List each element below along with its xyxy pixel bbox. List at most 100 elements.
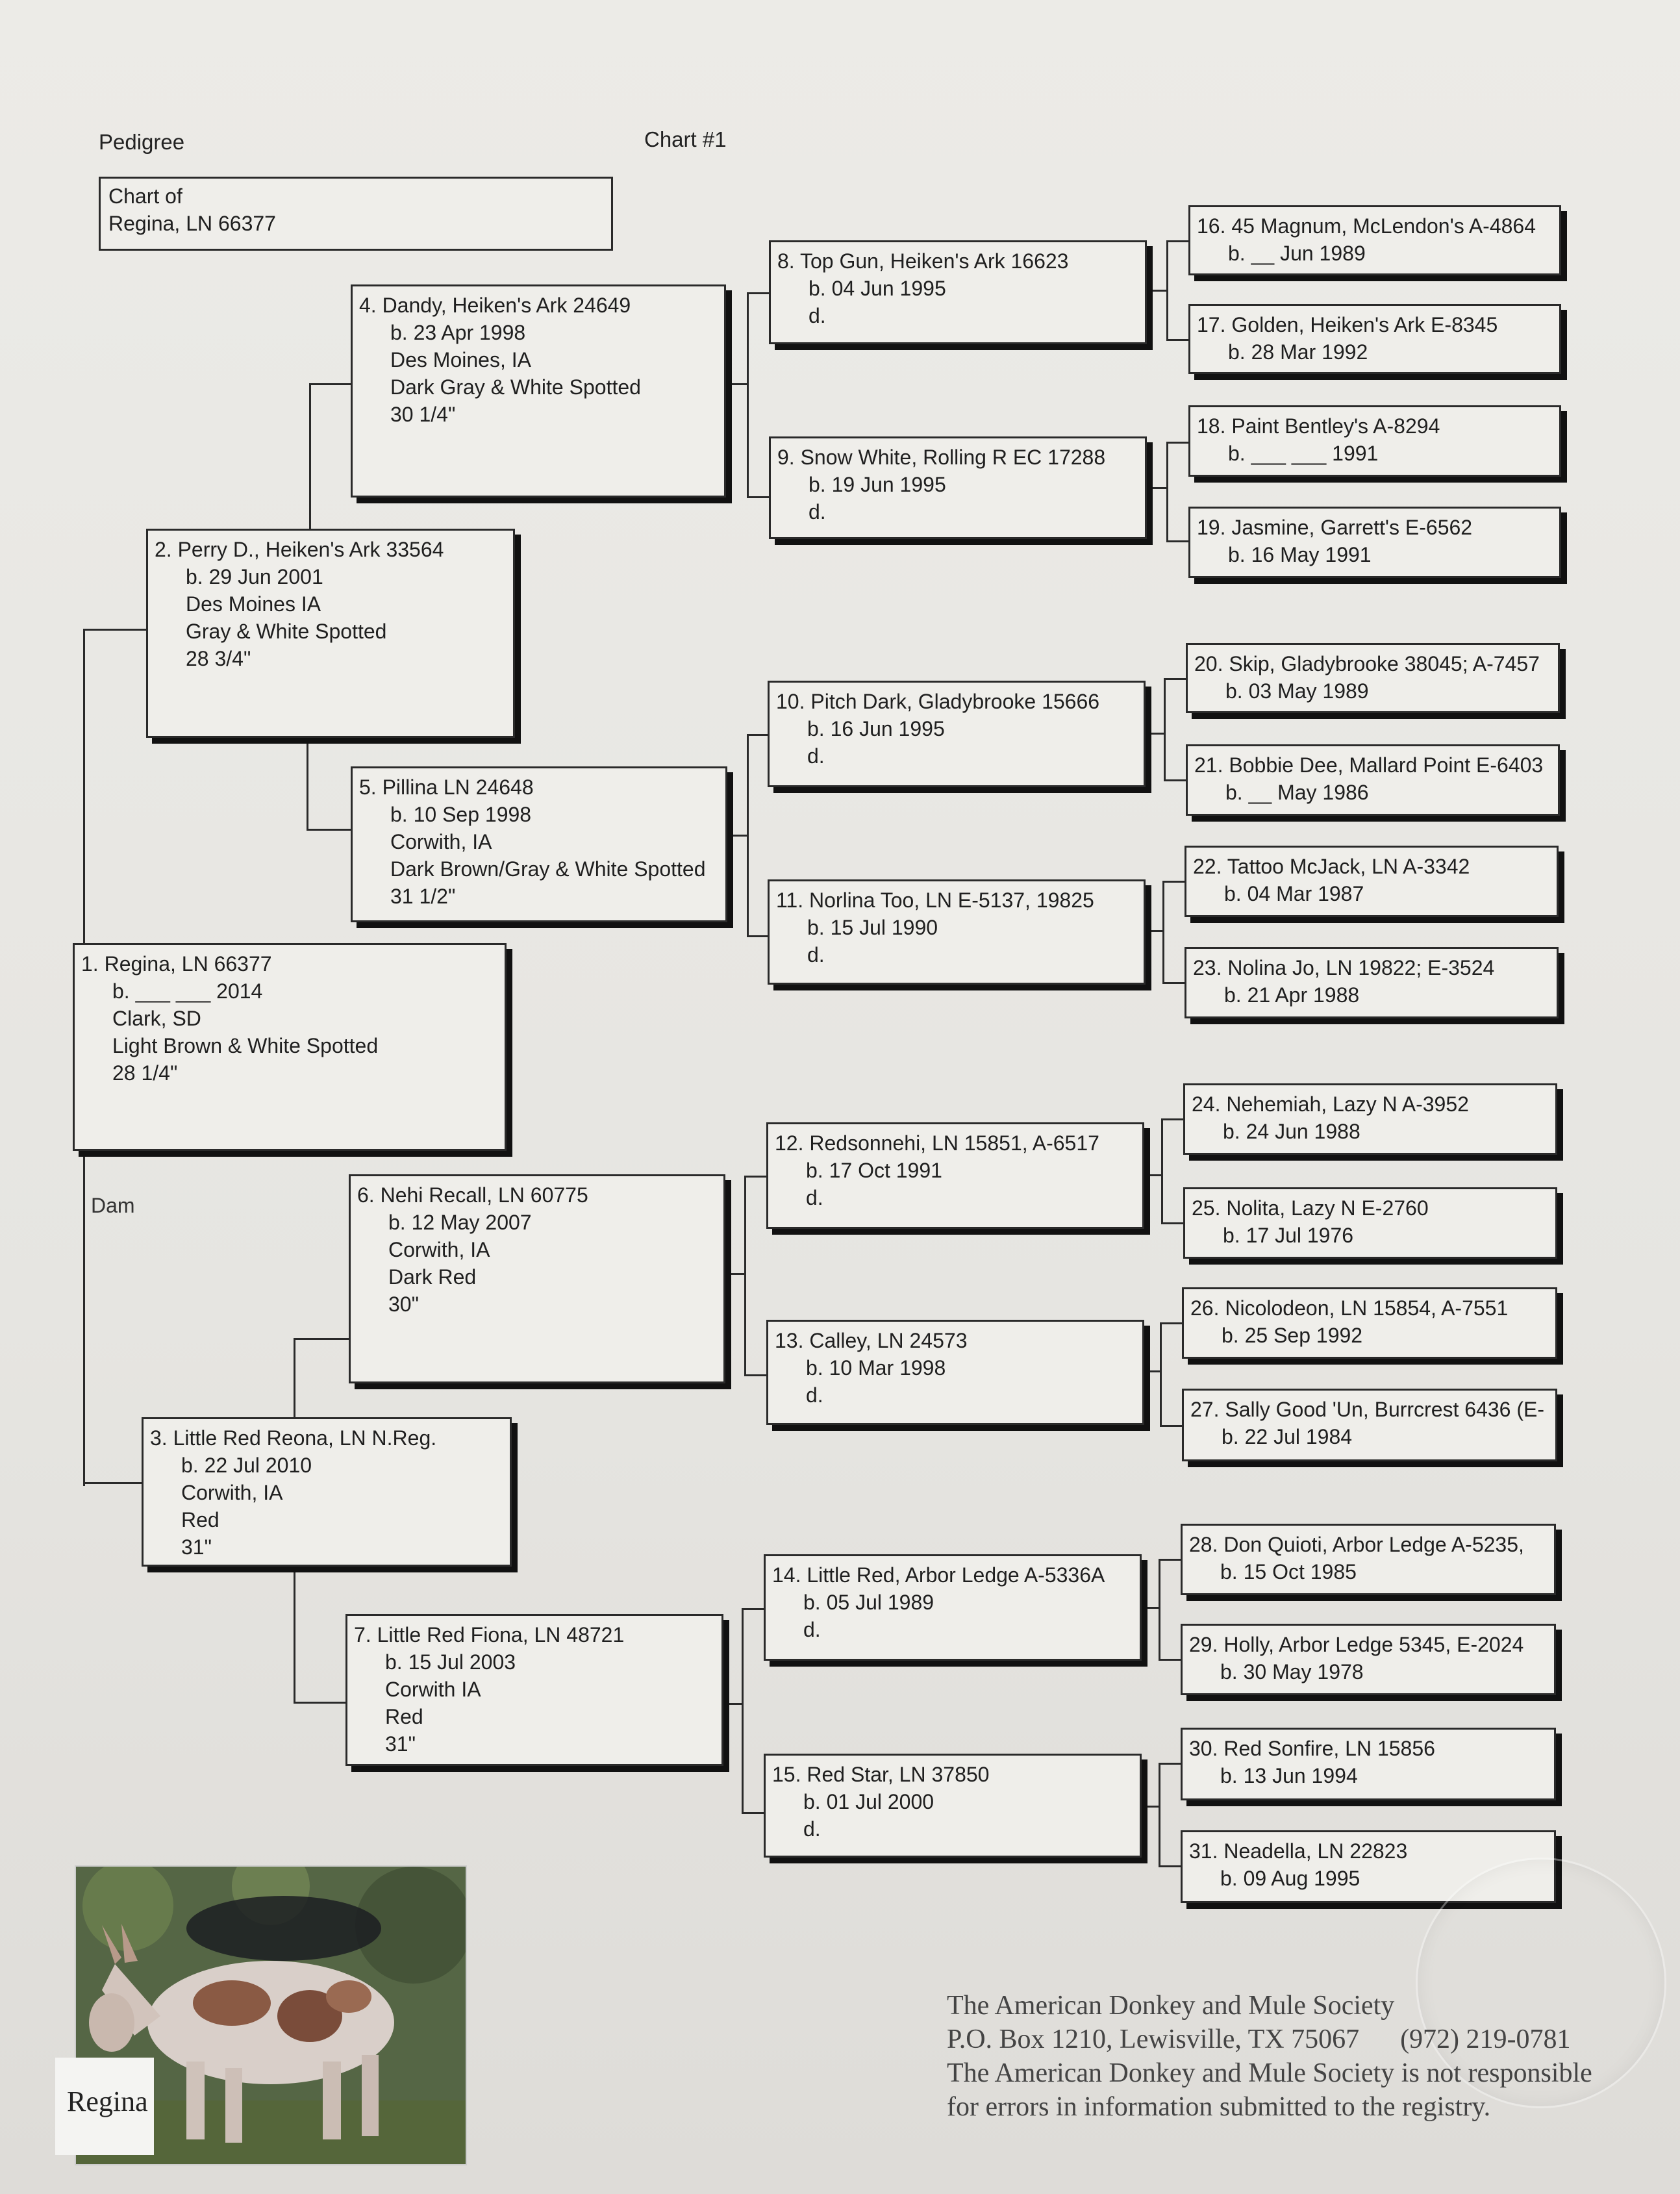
animal-name: 12. Redsonnehi, LN 15851, A-6517: [775, 1131, 1099, 1155]
connector-line: [1164, 678, 1186, 680]
connector-line: [1162, 881, 1164, 982]
animal-name: 15. Red Star, LN 37850: [772, 1763, 990, 1786]
connector-line: [1159, 1763, 1181, 1765]
connector-line: [1146, 930, 1162, 932]
connector-line: [307, 829, 351, 831]
animal-detail: d.: [803, 1817, 821, 1841]
animal-name: 7. Little Red Fiona, LN 48721: [354, 1623, 625, 1646]
connector-line: [1162, 881, 1185, 883]
animal-box-15: 15. Red Star, LN 37850 b. 01 Jul 2000 d.: [764, 1754, 1142, 1858]
animal-name: 31. Neadella, LN 22823: [1189, 1839, 1408, 1863]
chart-of-name: Regina, LN 66377: [108, 212, 276, 235]
animal-box-20: 20. Skip, Gladybrooke 38045; A-7457 b. 03…: [1186, 643, 1560, 713]
animal-detail: b. 01 Jul 2000: [803, 1790, 934, 1813]
connector-line: [1146, 733, 1164, 735]
connector-line: [1166, 540, 1188, 542]
animal-detail: b. 29 Jun 2001: [186, 565, 323, 588]
connector-line: [725, 1273, 744, 1275]
animal-name: 8. Top Gun, Heiken's Ark 16623: [777, 249, 1069, 273]
connector-line: [1159, 1865, 1181, 1867]
animal-name: 5. Pillina LN 24648: [359, 775, 534, 799]
animal-detail: Gray & White Spotted: [186, 620, 387, 643]
connector-line: [747, 496, 769, 498]
connector-line: [1166, 240, 1168, 339]
connector-line: [1159, 1559, 1181, 1561]
animal-detail: Dark Gray & White Spotted: [390, 375, 641, 399]
animal-detail: b. 10 Mar 1998: [806, 1356, 946, 1380]
connector-line: [1160, 1322, 1182, 1324]
animal-detail: b. 04 Jun 1995: [809, 277, 946, 300]
connector-line: [742, 1608, 764, 1610]
animal-detail: 31": [181, 1535, 212, 1559]
animal-name: 3. Little Red Reona, LN N.Reg.: [150, 1426, 437, 1450]
animal-box-8: 8. Top Gun, Heiken's Ark 16623 b. 04 Jun …: [769, 240, 1147, 344]
animal-detail: b. 25 Sep 1992: [1222, 1324, 1363, 1347]
connector-line: [1162, 982, 1185, 984]
animal-detail: b. 16 May 1991: [1228, 543, 1372, 566]
animal-name: 16. 45 Magnum, McLendon's A-4864: [1197, 214, 1536, 238]
animal-detail: Clark, SD: [112, 1007, 201, 1030]
animal-detail: Dark Red: [388, 1265, 477, 1289]
connector-line: [1147, 487, 1166, 489]
animal-box-16: 16. 45 Magnum, McLendon's A-4864 b. __ Ju…: [1188, 205, 1561, 275]
connector-line: [1166, 442, 1168, 540]
chart-of-box: Chart of Regina, LN 66377: [99, 177, 613, 251]
animal-detail: b. 12 May 2007: [388, 1211, 532, 1234]
animal-detail: b. __ Jun 1989: [1228, 242, 1366, 265]
animal-name: 9. Snow White, Rolling R EC 17288: [777, 446, 1106, 469]
connector-line: [744, 1176, 746, 1374]
animal-detail: b. 16 Jun 1995: [807, 717, 945, 740]
animal-detail: b. 23 Apr 1998: [390, 321, 526, 344]
connector-line: [1142, 1806, 1159, 1808]
animal-detail: d.: [809, 304, 826, 327]
animal-detail: d.: [806, 1383, 823, 1407]
animal-detail: Des Moines, IA: [390, 348, 531, 372]
animal-detail: b. 05 Jul 1989: [803, 1591, 934, 1614]
animal-name: 18. Paint Bentley's A-8294: [1197, 414, 1440, 438]
animal-box-2: 2. Perry D., Heiken's Ark 33564 b. 29 Jun…: [146, 529, 515, 738]
animal-detail: d.: [806, 1186, 823, 1209]
animal-name: 4. Dandy, Heiken's Ark 24649: [359, 294, 631, 317]
animal-box-14: 14. Little Red, Arbor Ledge A-5336A b. 05…: [764, 1554, 1142, 1661]
animal-name: 14. Little Red, Arbor Ledge A-5336A: [772, 1563, 1105, 1587]
chart-number: Chart #1: [644, 127, 727, 151]
animal-detail: 31 1/2": [390, 885, 456, 908]
animal-detail: b. 03 May 1989: [1225, 679, 1369, 703]
animal-detail: d.: [807, 744, 825, 768]
connector-line: [294, 1338, 349, 1340]
connector-line: [1161, 1222, 1183, 1224]
animal-detail: b. 13 Jun 1994: [1220, 1764, 1358, 1787]
animal-detail: b. 21 Apr 1988: [1224, 983, 1360, 1007]
connector-line: [727, 835, 747, 837]
embossed-seal: [1416, 1858, 1666, 2108]
animal-detail: Corwith, IA: [181, 1481, 283, 1504]
pedigree-heading: Pedigree: [99, 130, 185, 154]
connector-line: [1144, 1174, 1161, 1176]
animal-detail: Red: [181, 1508, 219, 1532]
connector-line: [1161, 1118, 1163, 1222]
connector-line: [309, 383, 351, 385]
animal-box-3: 3. Little Red Reona, LN N.Reg.b. 22 Jul …: [142, 1417, 512, 1567]
connector-line: [1166, 339, 1188, 341]
connector-line: [1159, 1659, 1181, 1661]
connector-line: [83, 1482, 142, 1484]
connector-line: [1161, 1118, 1183, 1120]
animal-box-4: 4. Dandy, Heiken's Ark 24649 b. 23 Apr 19…: [351, 284, 726, 498]
animal-box-23: 23. Nolina Jo, LN 19822; E-3524 b. 21 Apr…: [1185, 947, 1559, 1018]
animal-name: 20. Skip, Gladybrooke 38045; A-7457: [1194, 652, 1540, 675]
animal-box-27: 27. Sally Good 'Un, Burrcrest 6436 (E-b.…: [1182, 1389, 1557, 1461]
animal-name: 2. Perry D., Heiken's Ark 33564: [155, 538, 444, 561]
connector-line: [1164, 779, 1186, 781]
connector-line: [744, 1176, 766, 1178]
connector-line: [747, 292, 769, 294]
connector-line: [1160, 1322, 1162, 1425]
connector-line: [1144, 1370, 1160, 1372]
animal-name: 23. Nolina Jo, LN 19822; E-3524: [1193, 956, 1495, 979]
